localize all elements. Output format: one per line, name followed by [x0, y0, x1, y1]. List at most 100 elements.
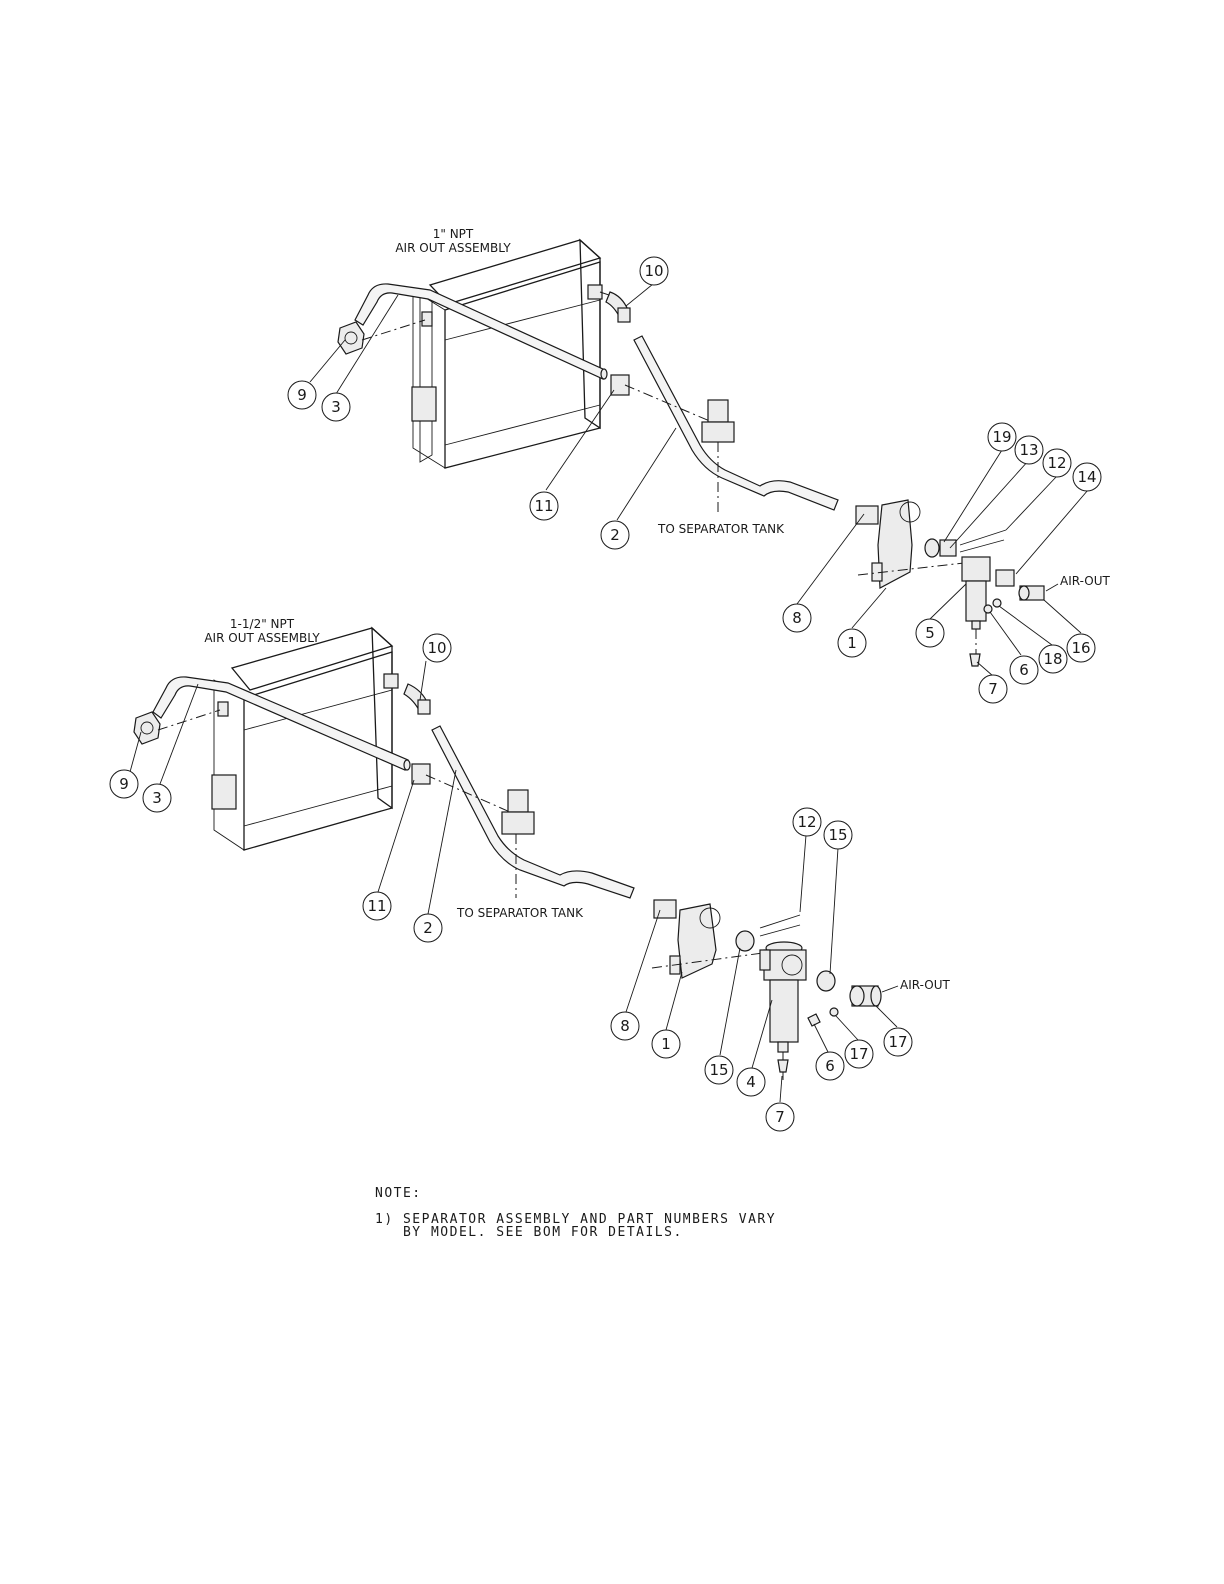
svg-text:7: 7 [988, 680, 998, 698]
aftercooler-core-lower [212, 628, 392, 850]
outlet-label-upper: AIR-OUT [1060, 574, 1110, 588]
fitting-8-upper [856, 506, 878, 524]
assembly-2-title-line1: 1-1/2" NPT [230, 617, 295, 631]
balloon-lower-12: 12 [793, 808, 821, 836]
nipple-15-lower [736, 931, 754, 951]
fitting-11-lower [412, 764, 430, 784]
svg-text:15: 15 [828, 826, 847, 844]
balloon-upper-14: 14 [1073, 463, 1101, 491]
note-heading: NOTE: [375, 1187, 776, 1200]
plug-17-lower [830, 1008, 838, 1016]
balloon-lower-7: 7 [766, 1103, 794, 1131]
svg-text:10: 10 [644, 262, 663, 280]
svg-text:14: 14 [1077, 468, 1096, 486]
svg-text:3: 3 [331, 398, 341, 416]
balloon-lower-17: 17 [845, 1040, 873, 1068]
balloon-upper-12: 12 [1043, 449, 1071, 477]
svg-text:18: 18 [1043, 650, 1062, 668]
balloon-upper-10: 10 [640, 257, 668, 285]
svg-text:12: 12 [797, 813, 816, 831]
discharge-tube-upper [634, 336, 838, 510]
outlet-17-lower [850, 986, 881, 1006]
svg-text:15: 15 [709, 1061, 728, 1079]
nipple-15b-lower [817, 971, 835, 991]
svg-text:6: 6 [1019, 661, 1029, 679]
svg-text:11: 11 [534, 497, 553, 515]
port-fitting-lower [218, 702, 228, 716]
balloon-upper-18: 18 [1039, 645, 1067, 673]
svg-text:17: 17 [849, 1045, 868, 1063]
assembly-2-title-line2: AIR OUT ASSEMBLY [204, 631, 320, 645]
svg-text:7: 7 [775, 1108, 785, 1126]
balloon-lower-11: 11 [363, 892, 391, 920]
svg-text:2: 2 [423, 919, 433, 937]
separator-tee-lower [502, 790, 534, 898]
balloon-upper-13: 13 [1015, 436, 1043, 464]
separator-label-lower: TO SEPARATOR TANK [456, 906, 584, 920]
assembly-1-title-line1: 1" NPT [433, 227, 474, 241]
balloon-upper-6: 6 [1010, 656, 1038, 684]
balloon-upper-9: 9 [288, 381, 316, 409]
svg-text:3: 3 [152, 789, 162, 807]
drawing-note: NOTE: 1) SEPARATOR ASSEMBLY AND PART NUM… [375, 1187, 776, 1239]
nipple-13-upper [940, 540, 956, 556]
svg-text:5: 5 [925, 624, 935, 642]
outlet-label-lower: AIR-OUT [900, 978, 950, 992]
aftercooler-core [412, 240, 600, 468]
fitting-8-lower [654, 900, 676, 918]
balloon-lower-17b: 17 [884, 1028, 912, 1056]
balloon-upper-3: 3 [322, 393, 350, 421]
balloon-upper-5: 5 [916, 619, 944, 647]
balloon-lower-15: 15 [824, 821, 852, 849]
balloon-lower-15b: 15 [705, 1056, 733, 1084]
svg-text:6: 6 [825, 1057, 835, 1075]
fitting-11-upper [611, 375, 629, 395]
plug-18-upper [993, 599, 1001, 607]
filter-4-lower [760, 942, 806, 1080]
fitting-9-upper [338, 322, 364, 354]
svg-text:2: 2 [610, 526, 620, 544]
balloon-lower-3: 3 [143, 784, 171, 812]
svg-text:1: 1 [847, 634, 857, 652]
svg-text:10: 10 [427, 639, 446, 657]
svg-text:4: 4 [746, 1073, 756, 1091]
balloon-upper-7: 7 [979, 675, 1007, 703]
svg-text:19: 19 [992, 428, 1011, 446]
svg-text:12: 12 [1047, 454, 1066, 472]
balloon-lower-10: 10 [423, 634, 451, 662]
note-line-2: BY MODEL. SEE BOM FOR DETAILS. [375, 1226, 776, 1239]
plug-6-upper [984, 605, 992, 613]
svg-text:17: 17 [888, 1033, 907, 1051]
elbow-10-upper [588, 285, 630, 322]
svg-text:1: 1 [661, 1035, 671, 1053]
bracket-1-lower [670, 904, 720, 978]
port-fitting-upper [422, 312, 432, 326]
balloon-lower-1: 1 [652, 1030, 680, 1058]
assembly-1-title-line2: AIR OUT ASSEMBLY [395, 241, 511, 255]
bracket-1-upper [872, 500, 920, 588]
fitting-9-lower [134, 712, 160, 744]
svg-text:13: 13 [1019, 441, 1038, 459]
balloon-lower-8: 8 [611, 1012, 639, 1040]
svg-text:16: 16 [1071, 639, 1090, 657]
bushing-19-upper [925, 539, 939, 557]
balloon-upper-2: 2 [601, 521, 629, 549]
balloon-upper-1: 1 [838, 629, 866, 657]
balloon-lower-2: 2 [414, 914, 442, 942]
balloon-lower-6: 6 [816, 1052, 844, 1080]
balloon-lower-4: 4 [737, 1068, 765, 1096]
svg-text:8: 8 [792, 609, 802, 627]
balloon-upper-19: 19 [988, 423, 1016, 451]
svg-text:9: 9 [119, 775, 129, 793]
air-tube-lower [153, 677, 410, 770]
separator-label-upper: TO SEPARATOR TANK [657, 522, 785, 536]
balloon-upper-11: 11 [530, 492, 558, 520]
nipple-14-upper [996, 570, 1014, 586]
balloon-lower-9: 9 [110, 770, 138, 798]
outlet-16-upper [1019, 586, 1044, 600]
balloon-upper-16: 16 [1067, 634, 1095, 662]
svg-text:11: 11 [367, 897, 386, 915]
assembly-1in-npt: 1" NPT AIR OUT ASSEMBLY [288, 227, 1110, 703]
svg-text:9: 9 [297, 386, 307, 404]
